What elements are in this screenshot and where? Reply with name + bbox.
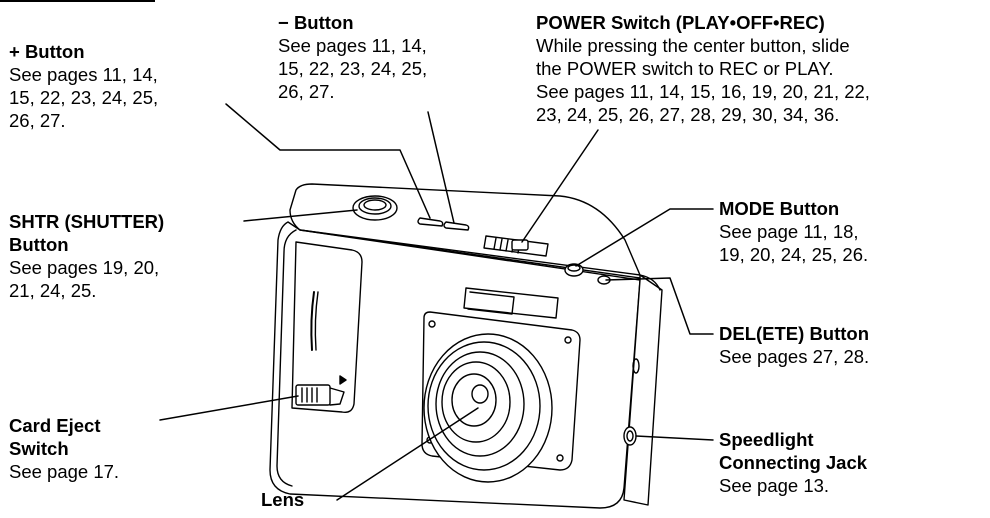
leader-delete-button xyxy=(605,277,714,335)
speedlight-line-1: See page 13. xyxy=(719,475,830,496)
speedlight-title-line-2: Connecting Jack xyxy=(719,452,868,473)
speedlight-title-line-1: Speedlight xyxy=(719,429,814,450)
card-eject-title-line-2: Switch xyxy=(9,438,69,459)
plus-button-line-2: 15, 22, 23, 24, 25, xyxy=(9,87,159,108)
leader-minus-button xyxy=(427,111,455,224)
lens-title: Lens xyxy=(261,489,305,510)
leader-card-eject xyxy=(159,395,299,421)
minus-button-line-2: 15, 22, 23, 24, 25, xyxy=(278,58,428,79)
shutter-line-1: See pages 19, 20, xyxy=(9,257,160,278)
leader-lines xyxy=(159,103,714,501)
leader-speedlight-jack xyxy=(635,435,714,441)
callout-shutter-button: SHTR (SHUTTER) Button See pages 19, 20, … xyxy=(9,210,164,302)
leader-lens xyxy=(336,407,479,501)
plus-button-line-3: 26, 27. xyxy=(9,110,66,131)
lens-graphic xyxy=(423,333,553,483)
mode-button-line-1: See page 11, 18, xyxy=(719,221,859,242)
power-switch-line-4: 23, 24, 25, 26, 27, 28, 29, 30, 34, 36. xyxy=(536,104,840,125)
mode-button-line-2: 19, 20, 24, 25, 26. xyxy=(719,244,869,265)
minus-button-line-3: 26, 27. xyxy=(278,81,335,102)
callout-power-switch: POWER Switch (PLAY•OFF•REC) While pressi… xyxy=(536,11,870,126)
leader-plus-button xyxy=(225,103,431,219)
callout-minus-button: − Button See pages 11, 14, 15, 22, 23, 2… xyxy=(278,11,427,103)
power-switch-line-3: See pages 11, 14, 15, 16, 19, 20, 21, 22… xyxy=(536,81,870,102)
power-switch-line-1: While pressing the center button, slide xyxy=(536,35,850,56)
side-details xyxy=(623,358,640,446)
plus-button-line-1: See pages 11, 14, xyxy=(9,64,158,85)
plus-minus-buttons-graphic xyxy=(417,217,470,231)
shutter-title-line-1: SHTR (SHUTTER) xyxy=(9,211,165,232)
grip-panel xyxy=(291,241,363,414)
power-switch-graphic xyxy=(483,235,549,257)
callout-plus-button: + Button See pages 11, 14, 15, 22, 23, 2… xyxy=(9,40,158,132)
shutter-line-2: 21, 24, 25. xyxy=(9,280,97,301)
viewfinder-window xyxy=(463,287,559,319)
power-switch-title: POWER Switch (PLAY•OFF•REC) xyxy=(536,12,825,33)
top-rule xyxy=(0,0,155,2)
shutter-button-graphic xyxy=(352,195,398,221)
callout-mode-button: MODE Button See page 11, 18, 19, 20, 24,… xyxy=(719,197,868,266)
plus-button-title: + Button xyxy=(9,41,85,62)
callout-card-eject: Card Eject Switch See page 17. xyxy=(9,414,119,483)
mode-button-title: MODE Button xyxy=(719,198,840,219)
delete-button-line-1: See pages 27, 28. xyxy=(719,346,870,367)
delete-button-title: DEL(ETE) Button xyxy=(719,323,870,344)
callout-lens: Lens xyxy=(261,488,304,511)
card-eject-switch-graphic xyxy=(295,375,347,406)
card-eject-line-1: See page 17. xyxy=(9,461,120,482)
leader-shutter-button xyxy=(243,209,358,222)
callout-speedlight-jack: Speedlight Connecting Jack See page 13. xyxy=(719,428,867,497)
leader-mode-button xyxy=(575,208,714,267)
minus-button-line-1: See pages 11, 14, xyxy=(278,35,427,56)
shutter-title-line-2: Button xyxy=(9,234,69,255)
minus-button-title: − Button xyxy=(278,12,354,33)
mode-delete-buttons-graphic xyxy=(564,263,611,285)
power-switch-line-2: the POWER switch to REC or PLAY. xyxy=(536,58,834,79)
leader-power-switch xyxy=(521,129,599,243)
callout-delete-button: DEL(ETE) Button See pages 27, 28. xyxy=(719,322,869,368)
card-eject-title-line-1: Card Eject xyxy=(9,415,101,436)
